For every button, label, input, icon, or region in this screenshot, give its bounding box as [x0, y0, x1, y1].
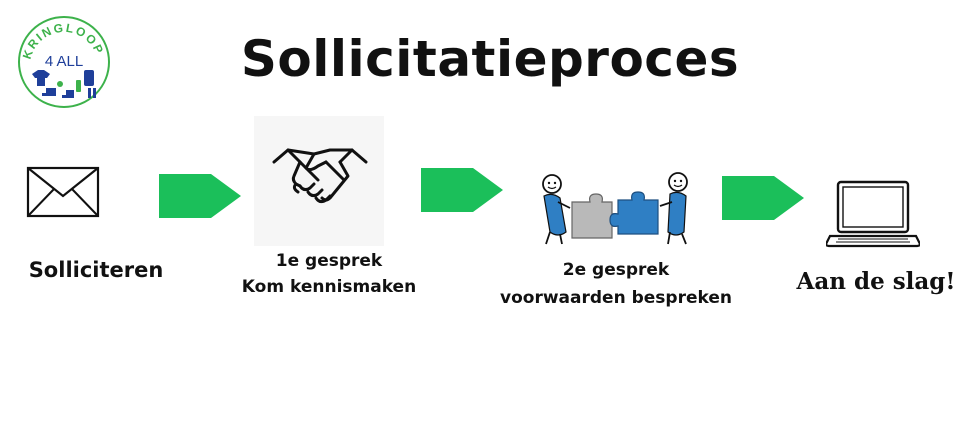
kringloop-logo: KRINGLOOP 4 ALL [16, 14, 112, 110]
step-arrow-1 [159, 174, 241, 218]
step-arrow-3 [722, 176, 804, 220]
envelope-icon [26, 166, 100, 218]
step-label-line: voorwaarden bespreken [500, 288, 732, 308]
puzzle-people-icon [536, 172, 694, 246]
handshake-icon [270, 140, 370, 220]
step-arrow-2 [421, 168, 503, 212]
laptop-icon [824, 180, 922, 250]
logo-center-text: 4 ALL [45, 53, 83, 70]
step-label-2e-gesprek: 2e gesprek voorwaarden bespreken [486, 256, 746, 312]
step-label-line: 2e gesprek [562, 260, 670, 280]
step-label-line: Aan de slag! [796, 268, 956, 295]
step-label-aan-de-slag: Aan de slag! [778, 268, 974, 295]
step-label-line: Kom kennismaken [241, 277, 417, 297]
page-title: Sollicitatieproces [240, 30, 740, 88]
step-label-line: Solliciteren [28, 258, 164, 282]
step-label-line: 1e gesprek [275, 251, 383, 271]
step-label-solliciteren: Solliciteren [14, 258, 178, 282]
step-label-1e-gesprek: 1e gesprek Kom kennismaken [224, 248, 434, 300]
